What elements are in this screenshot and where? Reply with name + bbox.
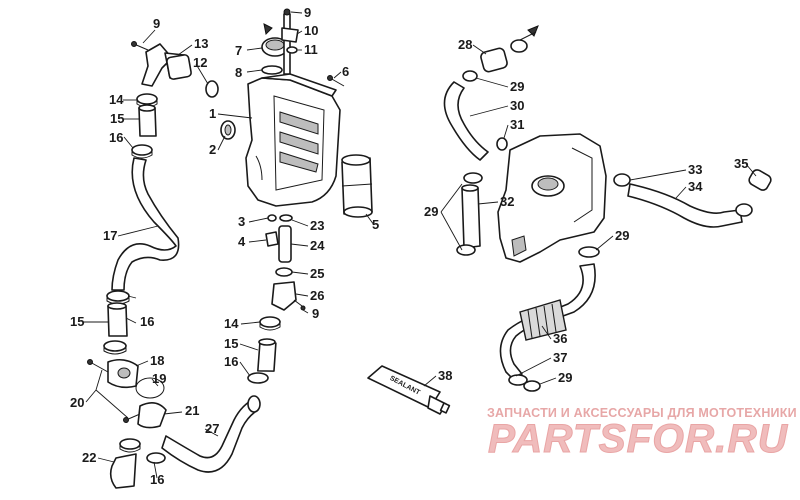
callout-4: 4 xyxy=(238,234,246,249)
callout-15: 15 xyxy=(110,111,124,126)
callout-12: 12 xyxy=(193,55,207,70)
callout-34: 34 xyxy=(688,179,703,194)
callout-numbers: 9 13 12 14 15 16 17 15 16 18 19 20 21 22… xyxy=(70,5,748,487)
callout-2: 2 xyxy=(209,142,216,157)
callout-14: 14 xyxy=(109,92,124,107)
callout-19: 19 xyxy=(152,371,166,386)
watermark-logo: PARTSFOR.RU xyxy=(488,417,788,461)
callout-16: 16 xyxy=(140,314,154,329)
callout-21: 21 xyxy=(185,403,199,418)
callout-28: 28 xyxy=(458,37,472,52)
callout-24: 24 xyxy=(310,238,325,253)
callout-9: 9 xyxy=(312,306,319,321)
callout-32: 32 xyxy=(500,194,514,209)
callout-13: 13 xyxy=(194,36,208,51)
left-hose-assembly xyxy=(87,41,261,489)
callout-15: 15 xyxy=(70,314,84,329)
callout-29: 29 xyxy=(615,228,629,243)
callout-26: 26 xyxy=(310,288,324,303)
callout-17: 17 xyxy=(103,228,117,243)
callout-36: 36 xyxy=(553,331,567,346)
callout-27: 27 xyxy=(205,421,219,436)
watermark: ЗАПЧАСТИ И АКСЕССУАРЫ ДЛЯ МОТОТЕХНИКИ PA… xyxy=(487,406,797,462)
callout-5: 5 xyxy=(372,217,379,232)
callout-33: 33 xyxy=(688,162,702,177)
callout-29: 29 xyxy=(424,204,438,219)
callout-35: 35 xyxy=(734,156,748,171)
callout-16: 16 xyxy=(109,130,123,145)
callout-8: 8 xyxy=(235,65,242,80)
leader-lines xyxy=(84,11,757,479)
callout-3: 3 xyxy=(238,214,245,229)
callout-31: 31 xyxy=(510,117,524,132)
callout-20: 20 xyxy=(70,395,84,410)
callout-15: 15 xyxy=(224,336,238,351)
watermark-tagline: ЗАПЧАСТИ И АКСЕССУАРЫ ДЛЯ МОТОТЕХНИКИ xyxy=(487,406,797,420)
callout-14: 14 xyxy=(224,316,239,331)
callout-6: 6 xyxy=(342,64,349,79)
callout-18: 18 xyxy=(150,353,164,368)
sealant-tube: SEALANT xyxy=(367,365,451,415)
callout-1: 1 xyxy=(209,106,216,121)
right-hose-assembly xyxy=(443,25,772,392)
oil-tank-assembly xyxy=(220,8,373,384)
callout-25: 25 xyxy=(310,266,324,281)
callout-10: 10 xyxy=(304,23,318,38)
callout-29: 29 xyxy=(510,79,524,94)
callout-16: 16 xyxy=(150,472,164,487)
callout-9: 9 xyxy=(304,5,311,20)
callout-16: 16 xyxy=(224,354,238,369)
callout-37: 37 xyxy=(553,350,567,365)
callout-38: 38 xyxy=(438,368,452,383)
callout-22: 22 xyxy=(82,450,96,465)
callout-23: 23 xyxy=(310,218,324,233)
callout-11: 11 xyxy=(304,42,318,57)
callout-30: 30 xyxy=(510,98,524,113)
callout-29: 29 xyxy=(558,370,572,385)
callout-7: 7 xyxy=(235,43,242,58)
callout-9: 9 xyxy=(153,16,160,31)
